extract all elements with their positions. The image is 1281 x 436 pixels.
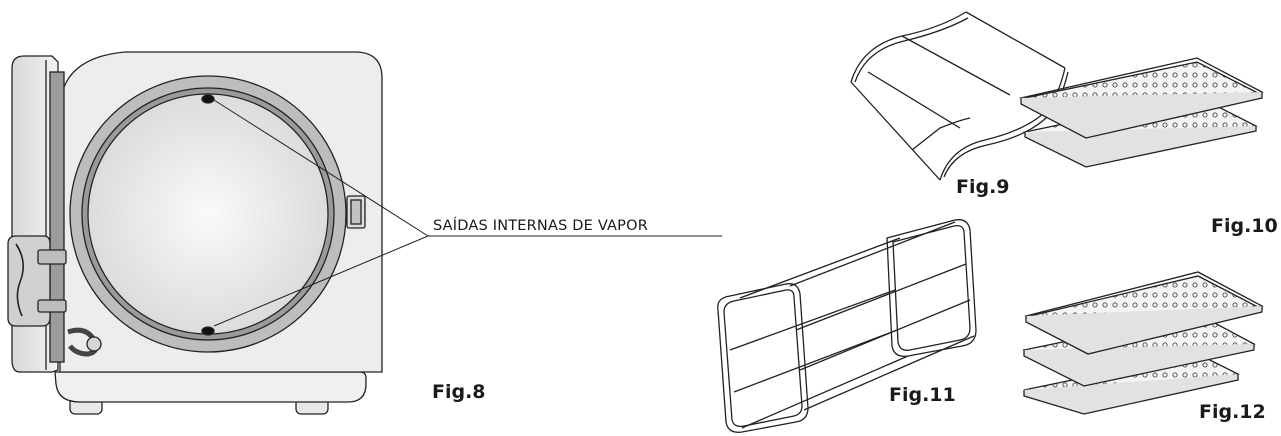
perforated-trays-three	[1022, 271, 1264, 415]
drain-port	[86, 336, 102, 352]
tray3-top-lip	[1025, 306, 1263, 355]
basket-rail-2	[789, 221, 956, 287]
fig11-label: Fig.11	[889, 384, 956, 406]
leader-line-top	[213, 99, 429, 237]
rack-back-arc	[850, 11, 967, 83]
rack-rail-bottom	[850, 81, 941, 181]
fig9-label: Fig.9	[956, 176, 1010, 198]
basket-rail-7	[733, 329, 898, 393]
door-latch-lower	[37, 299, 67, 313]
half-cylinder-rack	[850, 11, 1069, 181]
steam-outlet-bottom	[201, 326, 215, 336]
side-indicator-inner	[350, 199, 362, 225]
tray3-bottom-lip	[1023, 374, 1239, 415]
door-seal-strip	[49, 71, 65, 363]
rack-inner-seg	[911, 117, 971, 151]
door-handle-grip	[15, 243, 24, 317]
door-latch	[37, 249, 67, 265]
basket-rail-3	[795, 263, 967, 331]
basket-rail-6	[729, 289, 896, 351]
perforated-trays-two	[1019, 57, 1264, 168]
leader-line-bottom	[213, 235, 429, 327]
tray3-middle-lip	[1023, 344, 1255, 387]
autoclave-illustration	[7, 51, 383, 415]
callout-label: SAÍDAS INTERNAS DE VAPOR	[433, 217, 648, 234]
fig12-label: Fig.12	[1199, 401, 1266, 423]
basket-rail-8	[741, 355, 909, 429]
basket-front-frame-inner	[723, 289, 803, 428]
tray-bottom-lip	[1024, 126, 1257, 168]
fig8-label: Fig.8	[432, 381, 486, 403]
rack-front-arc	[939, 67, 1066, 181]
autoclave-base	[54, 371, 367, 403]
rack-rail-mid-1	[901, 35, 1011, 96]
tray-top-lip	[1020, 92, 1263, 139]
wire-basket	[717, 219, 977, 433]
callout-leaders	[213, 99, 722, 327]
rack-front-arc-inner	[943, 71, 1069, 178]
basket-rail-5	[803, 335, 975, 411]
fig10-label: Fig.10	[1211, 215, 1278, 237]
basket-back-frame-inner	[892, 224, 971, 351]
rack-rail-top	[965, 11, 1066, 69]
basket-back-frame	[886, 219, 977, 357]
rack-rail-mid-2	[867, 71, 961, 129]
chamber-inner	[87, 93, 329, 335]
steam-outlet-top	[201, 94, 215, 104]
rack-back-arc-inner	[854, 17, 969, 83]
basket-rail-1	[739, 237, 901, 299]
